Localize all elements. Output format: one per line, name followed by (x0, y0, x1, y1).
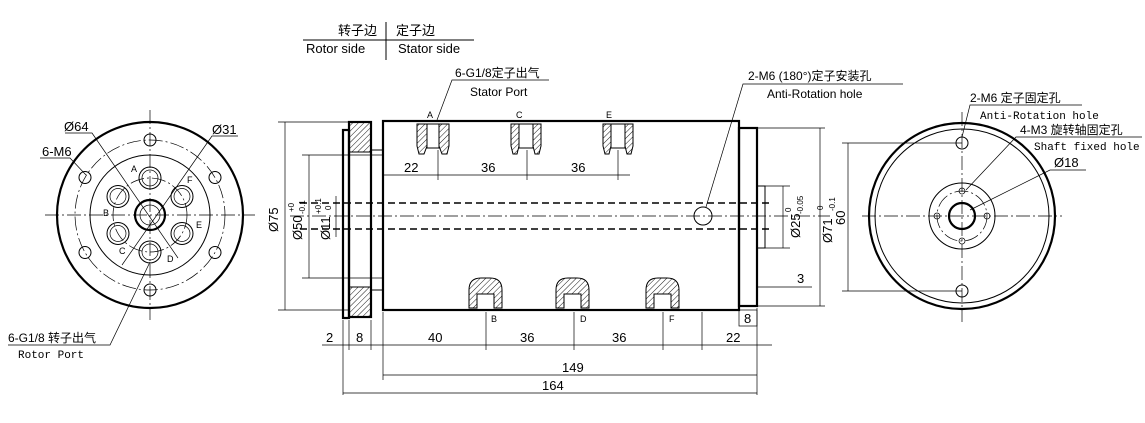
tol-25-up: 0 (784, 207, 793, 212)
left-port-F: F (187, 175, 193, 185)
side-view: A C E B D F 6-G1/8定子出气 Stator Port 2-M6 … (266, 65, 903, 395)
dia-25: Ø25 (788, 213, 803, 238)
right-m6-cn: 2-M6 定子固定孔 (970, 90, 1061, 105)
left-port-D: D (167, 254, 174, 264)
top-ports: A C E (416, 110, 634, 155)
rotor-port-cn: 6-G1/8 转子出气 (8, 330, 96, 345)
tol-71-up: 0 (816, 205, 825, 210)
top-port-E: E (606, 110, 612, 120)
dia-50: Ø50 (290, 215, 305, 240)
left-port-E: E (196, 220, 202, 230)
left-m6-label: 6-M6 (42, 144, 72, 159)
left-end-view: A F E D C B Ø64 Ø31 6-M6 6-G1/8 转子出气 Rot… (8, 110, 255, 362)
dim-bottom-36b: 36 (612, 330, 626, 345)
dia-75: Ø75 (266, 207, 281, 232)
bottom-port-D: D (580, 314, 587, 324)
stator-side-en: Stator side (398, 41, 460, 56)
dim-60: 60 (833, 211, 848, 225)
dim-top-22: 22 (404, 160, 418, 175)
bottom-port-F: F (669, 314, 675, 324)
dim-top-36b: 36 (571, 160, 585, 175)
stator-port-cn: 6-G1/8定子出气 (455, 65, 540, 80)
left-port-C: C (119, 246, 126, 256)
dim-8-left: 8 (356, 330, 363, 345)
dim-bottom-40: 40 (428, 330, 442, 345)
dim-8-right: 8 (744, 311, 751, 326)
tol-11-low: 0 (324, 205, 333, 210)
rotor-side-en: Rotor side (306, 41, 365, 56)
top-port-C: C (516, 110, 523, 120)
right-end-view: 60 2-M6 定子固定孔 Anti-Rotation hole 4-M3 旋转… (833, 90, 1142, 322)
top-port-A: A (427, 110, 433, 120)
dim-top-36a: 36 (481, 160, 495, 175)
dia-11: Ø11 (318, 216, 333, 240)
right-m3-cn: 4-M3 旋转轴固定孔 (1020, 122, 1123, 137)
stator-side-cn: 定子边 (396, 23, 435, 38)
dim-bottom-36a: 36 (520, 330, 534, 345)
right-m6-en: Anti-Rotation hole (980, 111, 1099, 123)
rotor-port-en: Rotor Port (18, 350, 84, 362)
bottom-ports: B D F (468, 277, 680, 324)
tol-71-low: -0.1 (828, 197, 837, 211)
tol-25-low: -0.05 (796, 195, 805, 214)
rotor-side-cn: 转子边 (338, 23, 377, 38)
anti-rotation-en: Anti-Rotation hole (767, 87, 863, 101)
right-d18: Ø18 (1054, 155, 1079, 170)
dim-3: 3 (797, 271, 804, 286)
dim-149: 149 (562, 360, 584, 375)
tol-50-up: +0 (287, 202, 296, 212)
left-port-B: B (103, 208, 109, 218)
stator-port-en: Stator Port (470, 85, 528, 99)
left-port-A: A (131, 164, 137, 174)
side-legend: 转子边 Rotor side 定子边 Stator side (303, 22, 474, 60)
tol-11-up: +0.1 (314, 198, 323, 214)
dim-2: 2 (326, 330, 333, 345)
dia-71: Ø71 (820, 218, 835, 243)
right-m3-en: Shaft fixed hole (1034, 142, 1140, 154)
anti-rotation-cn: 2-M6 (180°)定子安装孔 (748, 68, 872, 83)
left-d64-label: Ø64 (64, 119, 89, 134)
bottom-port-B: B (491, 314, 497, 324)
dim-164: 164 (542, 378, 564, 393)
tol-50-low: -0.1 (298, 200, 307, 214)
left-d31-label: Ø31 (212, 122, 237, 137)
dim-22-right: 22 (726, 330, 740, 345)
